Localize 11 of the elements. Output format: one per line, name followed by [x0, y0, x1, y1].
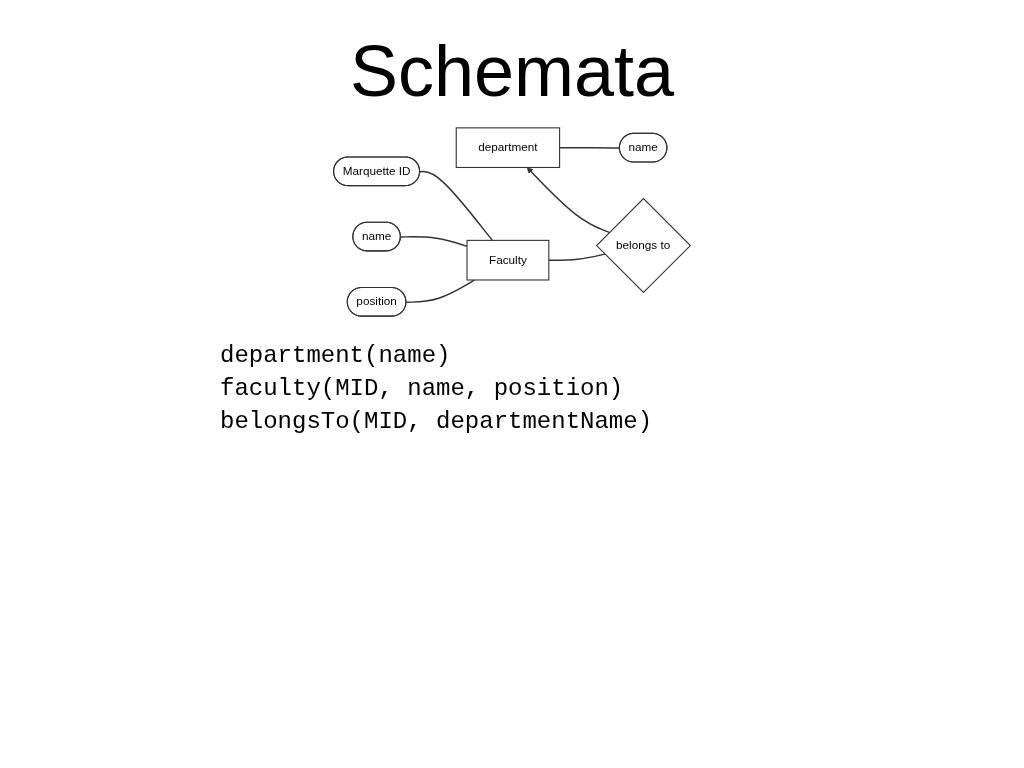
- slide-title: Schemata: [348, 30, 676, 112]
- connector: [419, 170, 494, 242]
- connector: [405, 279, 476, 303]
- node-box: Faculty: [466, 239, 550, 281]
- node-diamond: belongs to: [595, 197, 692, 294]
- schema-line: department(name): [220, 342, 451, 369]
- schema-line: faculty(MID, name, position): [220, 375, 624, 402]
- node-box: department: [455, 127, 561, 168]
- connector: [548, 253, 606, 261]
- schema-line: belongsTo(MID, departmentName): [220, 408, 653, 435]
- arrow: [526, 167, 611, 234]
